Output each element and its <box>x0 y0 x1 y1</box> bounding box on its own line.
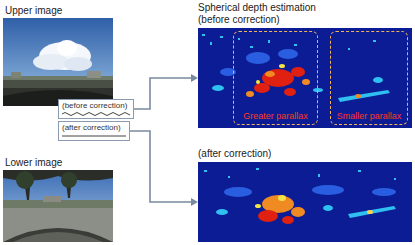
connector-arrow <box>130 131 198 206</box>
connector-line <box>130 131 191 202</box>
panel-heading: Spherical depth estimation (before corre… <box>198 2 338 26</box>
lower-photo <box>3 170 113 242</box>
connector-arrow <box>134 74 198 109</box>
region-label: Greater parallax <box>234 111 317 121</box>
correction-box: (after correction) <box>58 121 130 141</box>
box-text: (after correction) <box>59 122 129 133</box>
box-text: (before correction) <box>59 100 133 111</box>
depth-panel: (after correction) <box>198 162 412 242</box>
arrowhead <box>191 198 198 206</box>
parallax-region: Smaller parallax <box>330 31 408 125</box>
image-label: Upper image <box>5 5 62 16</box>
connector-line <box>134 78 191 109</box>
correction-box: (before correction) <box>58 99 134 119</box>
arrowhead <box>191 74 198 82</box>
depth-panel: Spherical depth estimation (before corre… <box>198 28 412 128</box>
depth-map-after <box>198 162 412 242</box>
straight-line <box>62 133 126 139</box>
upper-photo <box>3 18 113 106</box>
panel-heading: (after correction) <box>198 148 398 160</box>
line-sample <box>62 136 126 137</box>
wavy-line <box>62 111 130 117</box>
image-label: Lower image <box>5 157 62 168</box>
region-label: Smaller parallax <box>331 111 407 121</box>
line-sample <box>62 113 130 116</box>
parallax-region: Greater parallax <box>233 31 318 125</box>
